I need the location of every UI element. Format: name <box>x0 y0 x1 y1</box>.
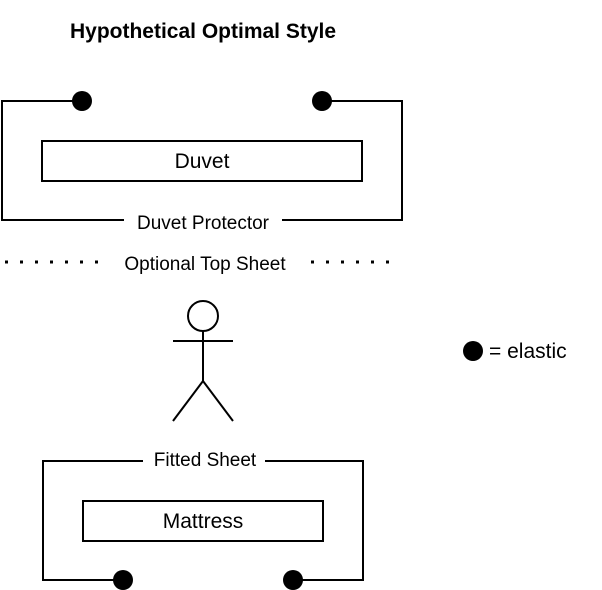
elastic-dot-top-left <box>72 91 92 111</box>
fitted-sheet-group: Mattress Fitted Sheet <box>42 448 364 590</box>
fitted-sheet-label-bg <box>143 448 265 472</box>
mattress-label: Mattress <box>163 510 244 533</box>
duvet-protector-label: Duvet Protector <box>137 213 270 234</box>
legend-label: = elastic <box>489 340 567 363</box>
duvet-box <box>41 140 363 182</box>
top-sheet-label: Optional Top Sheet <box>124 254 286 275</box>
duvet-protector-label-bg <box>124 209 282 233</box>
elastic-dot-bottom-right <box>283 570 303 590</box>
elastic-dot-bottom-left <box>113 570 133 590</box>
diagram-title: Hypothetical Optimal Style <box>70 20 336 43</box>
person-figure-icon <box>172 300 234 422</box>
mattress-box <box>82 500 324 542</box>
duvet-label: Duvet <box>175 150 230 173</box>
top-sheet-group: Optional Top Sheet <box>5 254 395 275</box>
fitted-sheet-label: Fitted Sheet <box>154 450 257 471</box>
duvet-protector-group: Duvet Duvet Protector <box>1 91 403 234</box>
elastic-dot-top-right <box>312 91 332 111</box>
legend: = elastic <box>463 340 567 363</box>
legend-elastic-dot-icon <box>463 341 483 361</box>
